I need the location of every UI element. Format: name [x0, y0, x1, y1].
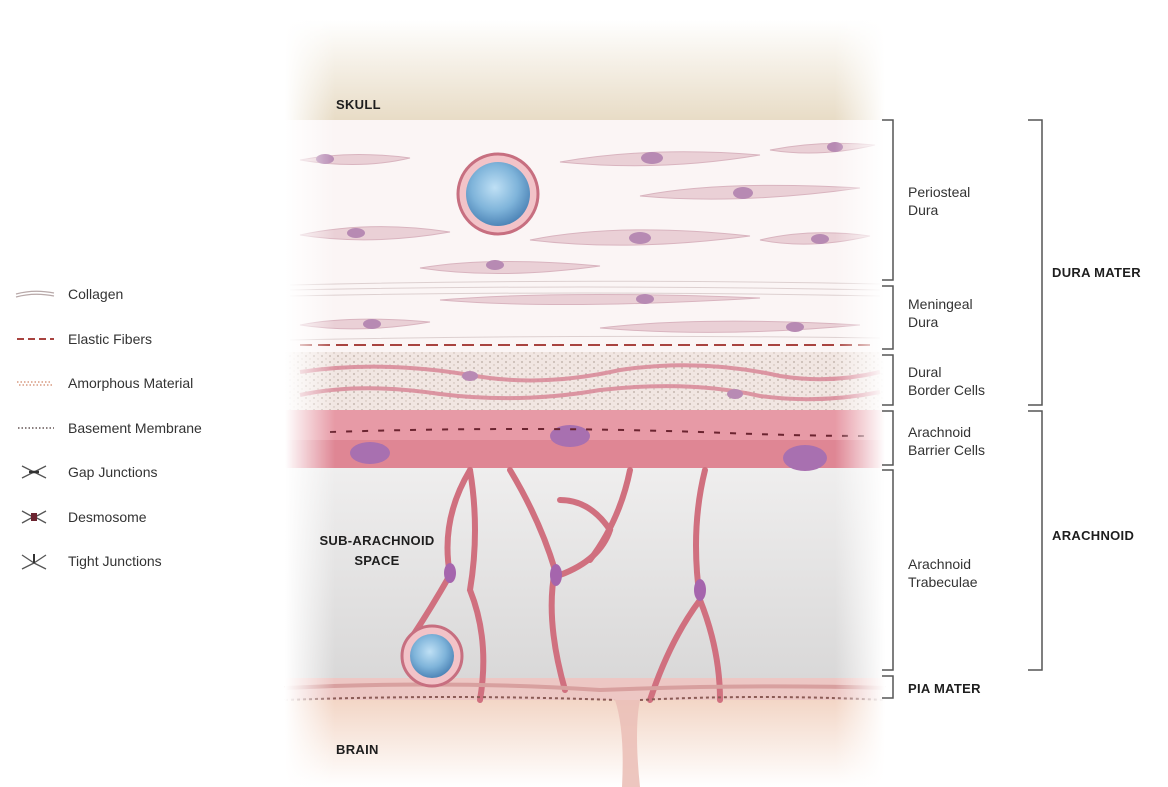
layer-label-line2: Trabeculae	[908, 573, 978, 591]
legend-label: Amorphous Material	[68, 375, 193, 391]
blood-vessel-small	[402, 626, 462, 686]
legend-label: Gap Junctions	[68, 464, 158, 480]
legend-label: Elastic Fibers	[68, 331, 152, 347]
subarachnoid-label-line1: SUB-ARACHNOID	[312, 531, 442, 551]
layer-label-line2: Barrier Cells	[908, 441, 985, 459]
layer-label-line1: Arachnoid	[908, 423, 985, 441]
subarachnoid-label: SUB-ARACHNOID SPACE	[312, 531, 442, 571]
group-label-dura-mater: DURA MATER	[1052, 265, 1141, 280]
legend-item-tight-junctions: Tight Junctions	[14, 551, 254, 596]
layer-label-arachnoid-barrier-cells: Arachnoid Barrier Cells	[908, 423, 985, 459]
layer-label-line1: Periosteal	[908, 183, 970, 201]
subarachnoid-label-line2: SPACE	[312, 551, 442, 571]
legend-item-collagen: Collagen	[14, 284, 254, 329]
legend-item-amorphous-material: Amorphous Material	[14, 373, 254, 418]
layer-label-line1: Meningeal	[908, 295, 973, 313]
layer-label-line2: Dura	[908, 201, 970, 219]
subarachnoid-space	[285, 468, 885, 680]
legend-item-gap-junctions: Gap Junctions	[14, 462, 254, 507]
group-label-arachnoid: ARACHNOID	[1052, 528, 1134, 543]
layer-label-line2: Border Cells	[908, 381, 985, 399]
layer-label-arachnoid-trabeculae: Arachnoid Trabeculae	[908, 555, 978, 591]
desmosome-icon	[14, 507, 56, 527]
brain-label: BRAIN	[336, 742, 379, 757]
elastic-fibers-icon	[14, 329, 56, 349]
tight-junctions-icon	[14, 551, 56, 571]
legend-label: Tight Junctions	[68, 553, 162, 569]
layer-label-periosteal-dura: Periosteal Dura	[908, 183, 970, 219]
layer-label-line1: Dural	[908, 363, 985, 381]
legend: Collagen Elastic Fibers Amorphous Materi…	[14, 284, 254, 596]
legend-label: Basement Membrane	[68, 420, 202, 436]
legend-item-basement-membrane: Basement Membrane	[14, 418, 254, 463]
collagen-icon	[14, 284, 56, 304]
amorphous-material-icon	[14, 373, 56, 393]
layer-label-line1: Arachnoid	[908, 555, 978, 573]
legend-label: Collagen	[68, 286, 123, 302]
layer-label-line2: Dura	[908, 313, 973, 331]
layer-label-pia-mater: PIA MATER	[908, 681, 981, 696]
legend-label: Desmosome	[68, 509, 147, 525]
layer-label-meningeal-dura: Meningeal Dura	[908, 295, 973, 331]
layer-label-dural-border-cells: Dural Border Cells	[908, 363, 985, 399]
gap-junctions-icon	[14, 462, 56, 482]
blood-vessel-large	[458, 154, 538, 234]
skull-label: SKULL	[336, 97, 381, 112]
legend-item-elastic-fibers: Elastic Fibers	[14, 329, 254, 374]
legend-item-desmosome: Desmosome	[14, 507, 254, 552]
basement-membrane-icon	[14, 418, 56, 438]
